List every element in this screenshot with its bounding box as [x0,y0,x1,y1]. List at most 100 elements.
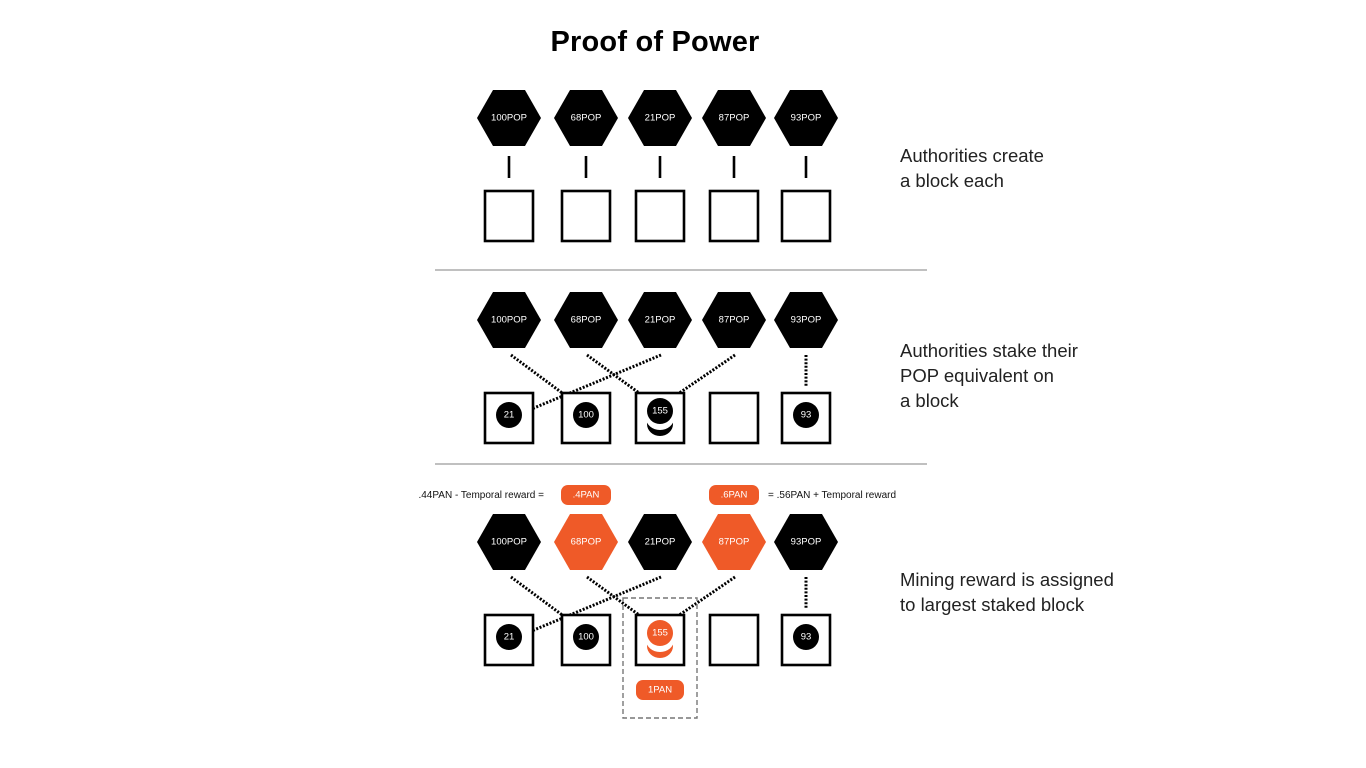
authority-hexagon [774,514,838,570]
stake-coin [793,402,819,428]
authority-hexagon [628,292,692,348]
stake-coin: 100 [573,402,599,428]
authority-label: 68POP [571,113,602,124]
authority-hexagon [477,514,541,570]
authority-hexagon [477,90,541,146]
stake-label: 100 [578,632,594,643]
stake-label: 100 [578,410,594,421]
authority-label: 93POP [791,113,822,124]
authority-hexagon-87pop: 87POP [702,292,766,348]
authority-label: 87POP [719,315,750,326]
authority-hexagon-21pop: 21POP [628,292,692,348]
winning-block-frame [622,597,698,719]
authority-hexagon [628,514,692,570]
authority-hexagon-93pop: 93POP [774,90,838,146]
authority-hexagon-21pop: 21POP [628,514,692,570]
stake-link-87pop [671,353,736,400]
caption-line: to largest staked block [900,594,1085,615]
authority-hexagon-87pop: 87POP [702,514,766,570]
caption-line: POP equivalent on [900,365,1054,386]
authority-label: 87POP [719,113,750,124]
authority-label: 100POP [491,537,527,548]
stake-label: 155 [652,628,668,639]
authority-hexagon [554,90,618,146]
reward-pill-shape [561,485,611,505]
reward-pill-label: 1PAN [648,685,672,696]
authority-label: 87POP [719,537,750,548]
stake-label: 155 [652,406,668,417]
reward-pill-shape [709,485,759,505]
stake-label: 93 [801,632,812,643]
block [708,391,760,445]
authority-label: 68POP [571,537,602,548]
reward-pill-winner: 1PAN [636,680,684,700]
stake-coin-top [647,620,673,646]
authority-hexagon-100pop: 100POP [477,90,541,146]
caption-line: Authorities create [900,145,1044,166]
block [708,189,760,243]
caption-line: a block each [900,170,1004,191]
authority-hexagon [702,514,766,570]
stake-coin-top [647,398,673,424]
reward-pill-label: .4PAN [573,490,600,501]
authority-hexagon-100pop: 100POP [477,514,541,570]
block [634,189,686,243]
authority-hexagon-93pop: 93POP [774,292,838,348]
authority-hexagon-21pop: 21POP [628,90,692,146]
authority-hexagon [554,514,618,570]
reward-pill-label: .6PAN [721,490,748,501]
authority-hexagon [774,90,838,146]
caption-stage-1: Authorities create a block each [900,143,1044,193]
stake-coin-stack: 155 [646,398,674,436]
authority-label: 93POP [791,537,822,548]
block [708,613,760,667]
stake-label: 21 [504,410,515,421]
authority-label: 100POP [491,113,527,124]
authority-hexagon [554,292,618,348]
caption-line: a block [900,390,959,411]
authority-hexagon-100pop: 100POP [477,292,541,348]
block [483,189,535,243]
block [780,189,832,243]
reward-pill-right: .6PAN [709,485,759,505]
caption-line: Authorities stake their [900,340,1078,361]
reward-note-left: .44PAN - Temporal reward = [418,490,544,501]
stake-coin [573,402,599,428]
authority-hexagon [477,292,541,348]
authority-hexagon-68pop: 68POP [554,292,618,348]
stake-coin: 93 [793,624,819,650]
authority-label: 21POP [645,537,676,548]
authority-label: 100POP [491,315,527,326]
stake-coin: 21 [496,402,522,428]
stake-link-87pop [671,575,736,622]
authority-hexagon-93pop: 93POP [774,514,838,570]
caption-line: Mining reward is assigned [900,569,1114,590]
authority-hexagon [702,292,766,348]
page-title: Proof of Power [550,26,760,58]
authority-hexagon-68pop: 68POP [554,90,618,146]
stake-coin [573,624,599,650]
authority-hexagon [774,292,838,348]
authority-hexagon [702,90,766,146]
reward-note-right: = .56PAN + Temporal reward [768,490,897,501]
stake-label: 21 [504,632,515,643]
authority-label: 21POP [645,113,676,124]
stake-coin: 21 [496,624,522,650]
stake-coin: 100 [573,624,599,650]
caption-stage-3: Mining reward is assigned to largest sta… [900,567,1114,617]
block [560,189,612,243]
stake-coin [793,624,819,650]
authority-hexagon-68pop: 68POP [554,514,618,570]
stake-label: 93 [801,410,812,421]
stake-coin [496,624,522,650]
stake-coin: 93 [793,402,819,428]
stake-coin [496,402,522,428]
stake-coin-stack: 155 [646,620,674,658]
reward-pill-left: .4PAN [561,485,611,505]
caption-stage-2: Authorities stake their POP equivalent o… [900,338,1078,413]
authority-label: 93POP [791,315,822,326]
authority-label: 68POP [571,315,602,326]
reward-pill-shape [636,680,684,700]
authority-hexagon [628,90,692,146]
